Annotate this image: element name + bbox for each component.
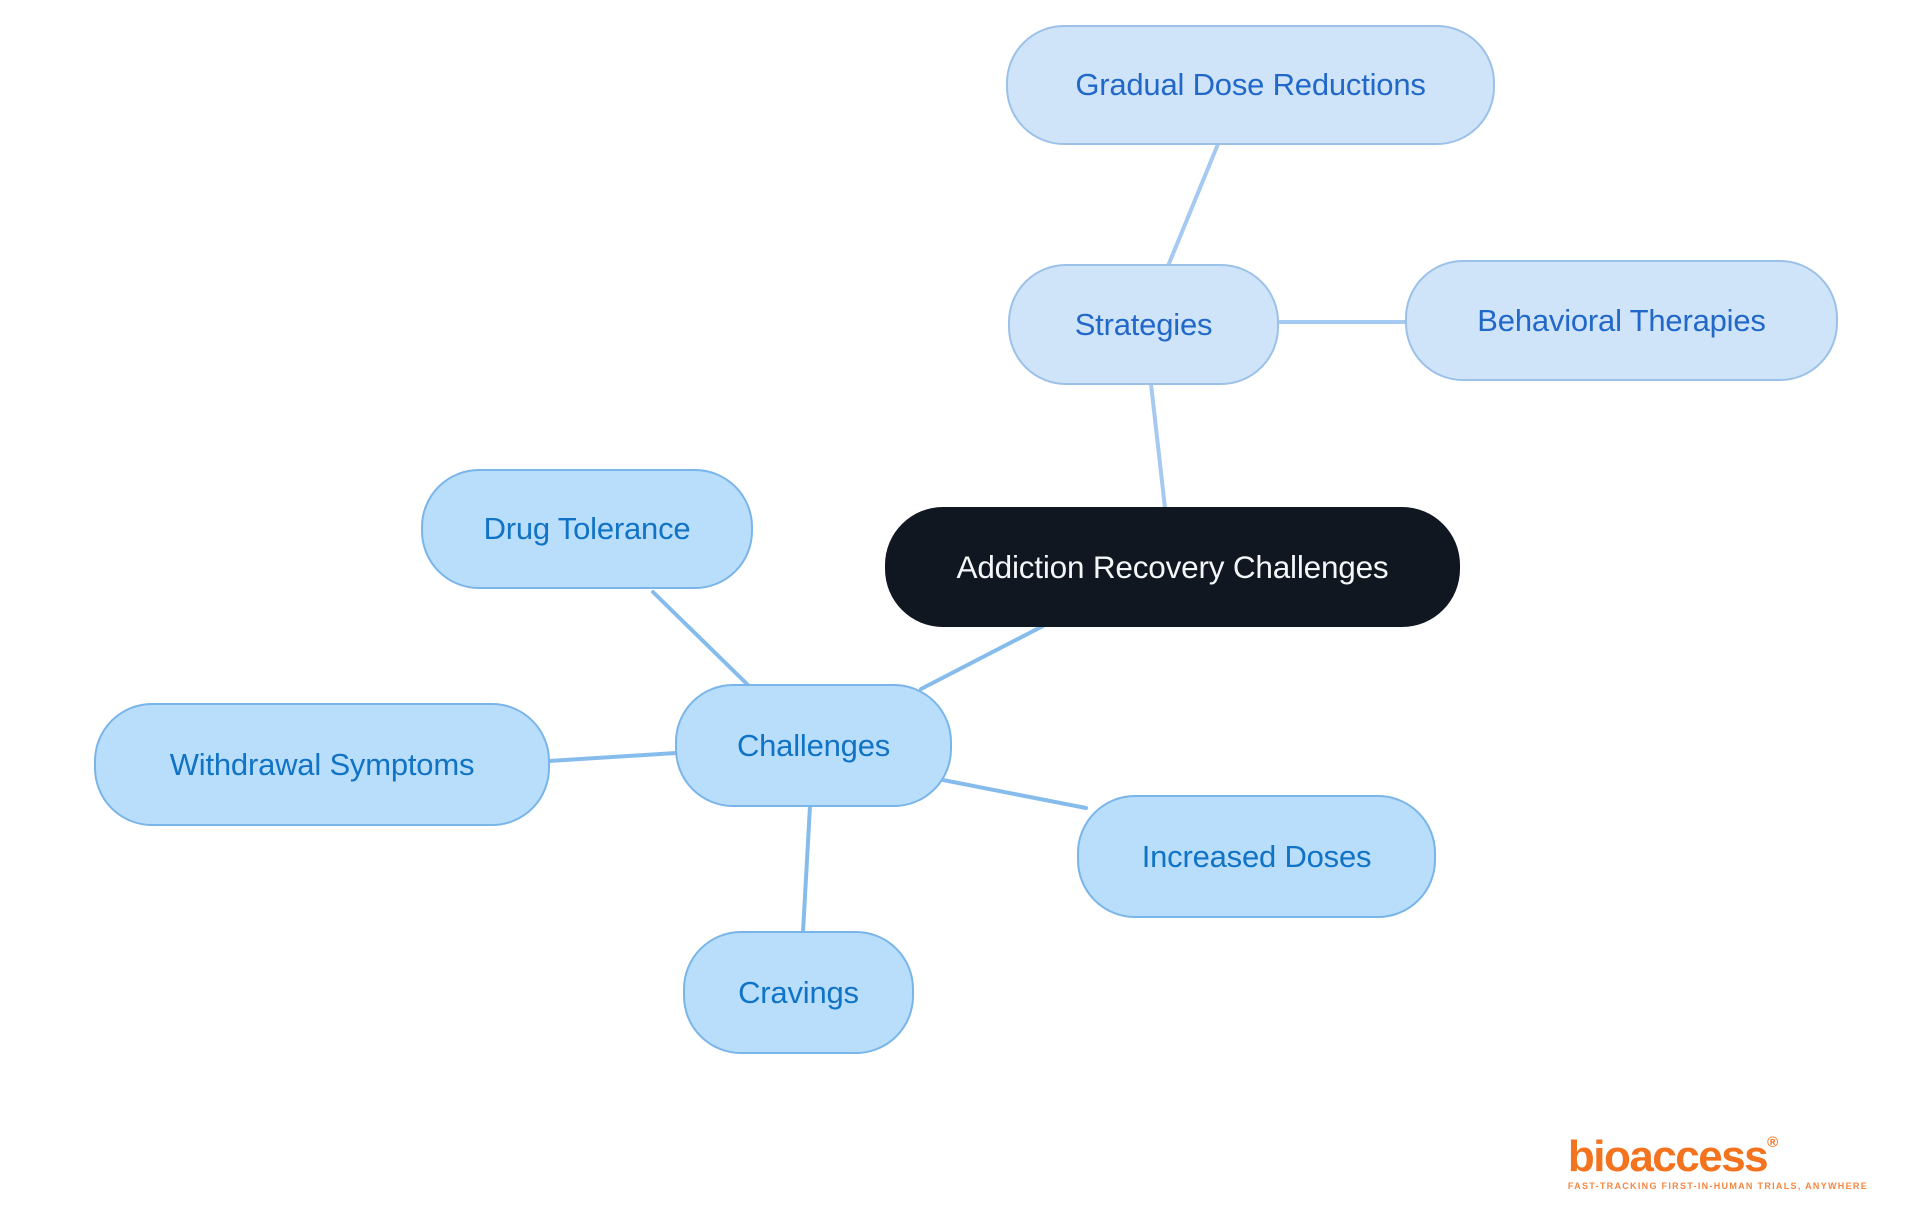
node-drug-tolerance[interactable]: Drug Tolerance [421, 469, 753, 589]
node-cravings-label: Cravings [738, 974, 859, 1010]
edge-challenges-increased-doses [941, 778, 1088, 810]
bioaccess-tagline: FAST-TRACKING FIRST-IN-HUMAN TRIALS, ANY… [1567, 1181, 1868, 1191]
node-cravings[interactable]: Cravings [683, 931, 914, 1054]
edge-central-challenges [919, 624, 1045, 691]
node-withdrawal-symptoms-label: Withdrawal Symptoms [169, 746, 475, 782]
node-increased-doses-label: Increased Doses [1141, 838, 1372, 874]
node-challenges[interactable]: Challenges [675, 684, 952, 807]
node-challenges-label: Challenges [736, 727, 891, 763]
node-central-addiction-recovery-challenges[interactable]: Addiction Recovery Challenges [885, 507, 1460, 627]
node-behavioral-therapies[interactable]: Behavioral Therapies [1405, 260, 1838, 381]
edge-challenges-cravings [801, 804, 812, 934]
edge-challenges-drug-tolerance [651, 590, 752, 689]
bioaccess-wordmark: bioaccess® [1568, 1135, 1868, 1179]
edge-strategies-gradual-dose-reductions [1166, 142, 1220, 268]
node-strategies[interactable]: Strategies [1008, 264, 1279, 385]
bioaccess-wordmark-text: bioaccess [1567, 1132, 1769, 1181]
node-increased-doses[interactable]: Increased Doses [1077, 795, 1436, 918]
bioaccess-logo: bioaccess® FAST-TRACKING FIRST-IN-HUMAN … [1568, 1135, 1868, 1191]
edge-central-strategies [1149, 382, 1167, 510]
registered-trademark-symbol: ® [1767, 1134, 1779, 1151]
node-gradual-dose-reductions[interactable]: Gradual Dose Reductions [1006, 25, 1495, 145]
node-behavioral-therapies-label: Behavioral Therapies [1477, 302, 1766, 338]
node-withdrawal-symptoms[interactable]: Withdrawal Symptoms [94, 703, 550, 826]
edge-challenges-withdrawal-symptoms [547, 751, 678, 763]
node-strategies-label: Strategies [1074, 306, 1213, 342]
node-drug-tolerance-label: Drug Tolerance [483, 511, 691, 546]
node-gradual-dose-reductions-label: Gradual Dose Reductions [1075, 67, 1426, 102]
node-central-label: Addiction Recovery Challenges [956, 548, 1389, 585]
